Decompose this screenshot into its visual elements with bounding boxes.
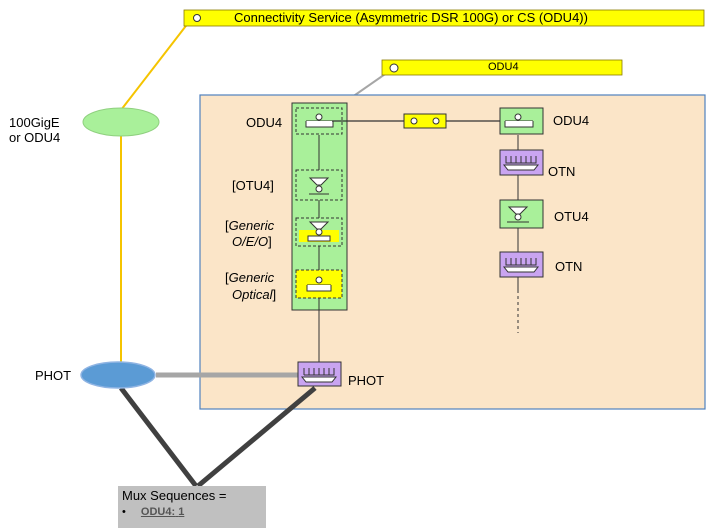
service-bar[interactable] xyxy=(183,9,705,27)
left-oeo-oeo-word: O/E/O xyxy=(232,234,269,249)
client-ellipse-label-line1: 100GigE xyxy=(9,115,60,130)
left-oeo-label-line2: O/E/O] xyxy=(232,234,272,249)
odu4-link-yellow-box[interactable] xyxy=(403,113,447,129)
center-phot-icon xyxy=(300,368,338,383)
right-otn1-icon xyxy=(502,156,540,171)
mux-sequences-title: Mux Sequences = xyxy=(122,488,227,503)
left-optical-label-line2: Optical] xyxy=(232,287,276,302)
left-oeo-bracket-close: ] xyxy=(268,234,272,249)
left-optical-icon xyxy=(306,276,332,292)
phot-center-label: PHOT xyxy=(348,373,385,388)
left-oeo-icon xyxy=(307,221,331,242)
right-otn1-label: OTN xyxy=(548,164,576,179)
client-ellipse[interactable] xyxy=(82,107,160,137)
odu4-link-right-dot xyxy=(432,117,440,125)
left-odu4-label: ODU4 xyxy=(246,115,283,130)
mux-item-key-text: ODU4: xyxy=(140,506,176,518)
phot-left-label: PHOT xyxy=(35,368,72,383)
service-connector-line xyxy=(120,17,193,111)
odu4-link-left-dot xyxy=(410,117,418,125)
left-otu4-icon xyxy=(308,177,330,195)
odu4-bar-endpoint-icon xyxy=(389,63,399,73)
client-ellipse-label-line2: or ODU4 xyxy=(9,130,61,145)
left-odu4-icon xyxy=(305,113,334,128)
phot-dark-line-left xyxy=(119,386,198,488)
odu4-bar-label: ODU4 xyxy=(488,61,519,73)
network-element-panel xyxy=(199,94,706,410)
mux-sequence-item: • ODU4: 1 xyxy=(122,505,184,519)
left-optical-optical-word: Optical xyxy=(232,287,273,302)
left-optical-bracket-close: ] xyxy=(272,287,277,302)
mux-item-value: 1 xyxy=(178,506,185,518)
right-otn2-icon xyxy=(502,258,540,273)
left-optical-bracket-open: [ xyxy=(225,270,229,285)
phot-dark-line-right xyxy=(196,386,317,488)
mux-item-key: ODU4: 1 xyxy=(141,506,184,518)
left-oeo-label-line1: [Generic xyxy=(225,218,274,233)
phot-ellipse[interactable] xyxy=(80,361,156,389)
mux-sequences-box: Mux Sequences = • ODU4: 1 xyxy=(118,486,266,528)
right-otu4-box[interactable] xyxy=(499,199,544,229)
right-otu4-label: OTU4 xyxy=(554,209,589,224)
left-oeo-bracket-open: [ xyxy=(225,218,229,233)
odu4-bar[interactable] xyxy=(381,59,623,76)
right-otu4-icon xyxy=(507,206,529,223)
left-optical-generic-word: Generic xyxy=(228,270,275,285)
right-odu4-icon xyxy=(504,113,534,128)
right-otn2-label: OTN xyxy=(555,259,583,274)
left-optical-dashed-box xyxy=(295,269,343,299)
left-oeo-generic-word: Generic xyxy=(228,218,275,233)
mux-bullet: • xyxy=(122,506,126,518)
service-bar-label: Connectivity Service (Asymmetric DSR 100… xyxy=(234,10,588,25)
left-otu4-label: [OTU4] xyxy=(232,178,274,193)
right-odu4-label: ODU4 xyxy=(553,113,590,128)
service-bar-endpoint-icon xyxy=(193,14,201,22)
left-optical-label-line1: [Generic xyxy=(225,270,274,285)
